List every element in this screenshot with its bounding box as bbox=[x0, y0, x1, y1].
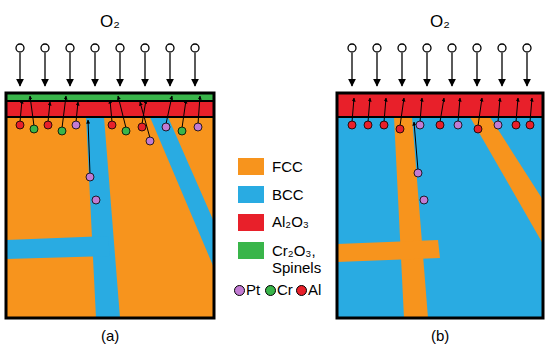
legend-text: Cr bbox=[277, 281, 293, 298]
panel-a bbox=[6, 93, 214, 318]
legend-text: BCC bbox=[272, 186, 330, 203]
panel-label: (b) bbox=[431, 328, 449, 345]
panel-label: (a) bbox=[101, 328, 119, 345]
legend-swatch bbox=[265, 285, 276, 296]
legend-text: Pt bbox=[246, 281, 260, 298]
gas-label: O₂ bbox=[430, 13, 450, 32]
legend-swatch bbox=[238, 158, 264, 175]
legend-text: Al₂O₃ bbox=[272, 213, 332, 230]
legend-swatch bbox=[238, 214, 264, 231]
legend-text: FCC bbox=[272, 158, 330, 175]
legend-swatch bbox=[234, 285, 245, 296]
panel-b bbox=[337, 93, 543, 318]
legend-swatch bbox=[296, 285, 307, 296]
legend-text: Al bbox=[308, 281, 321, 298]
legend-swatch bbox=[238, 242, 264, 259]
oxygen-arrows bbox=[16, 44, 199, 86]
oxygen-arrows bbox=[348, 44, 531, 86]
legend-text: Cr₂O₃, Spinels bbox=[272, 242, 332, 277]
legend-swatch bbox=[238, 186, 264, 203]
gas-label: O₂ bbox=[100, 13, 120, 32]
